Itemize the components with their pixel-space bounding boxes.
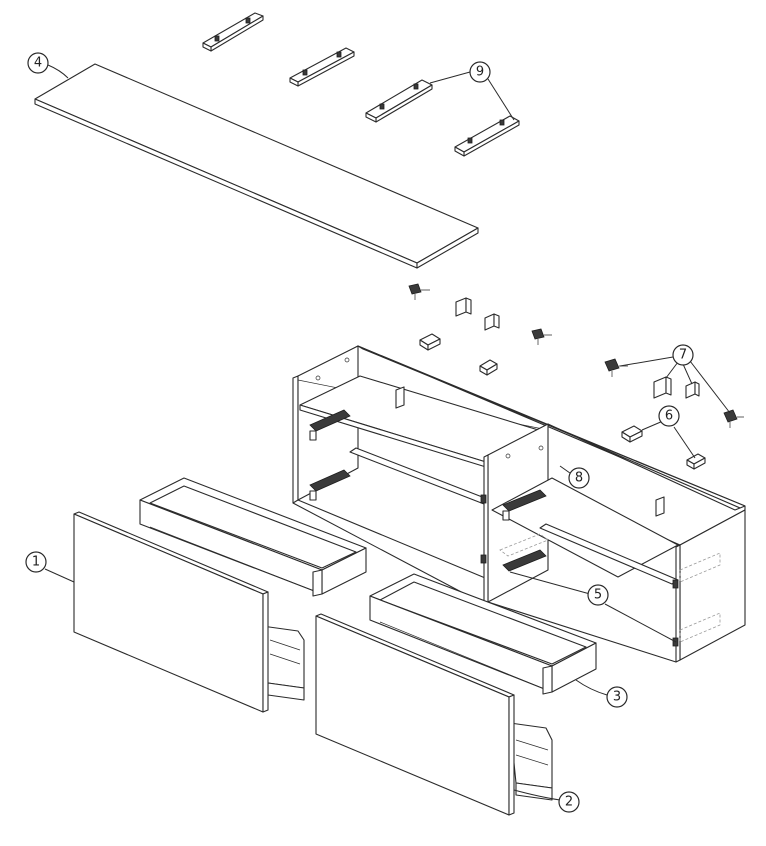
cabinet-carcass: [292, 345, 746, 663]
leader-line-5b: [604, 603, 677, 643]
leader-line-7d: [689, 360, 731, 414]
callout-6: 6: [658, 405, 680, 427]
callout-label-4: 4: [34, 56, 42, 71]
mounting-bracket: [202, 12, 264, 52]
callout-label-3: 3: [613, 690, 621, 705]
leader-line-4: [47, 64, 69, 79]
callout-label-7: 7: [679, 348, 687, 363]
corner-clip: [685, 381, 700, 399]
cam-lock: [419, 333, 441, 351]
corner-clip: [484, 313, 500, 331]
leader-line-6b: [673, 426, 696, 459]
callout-label-8: 8: [575, 471, 583, 486]
callout-8: 8: [568, 467, 590, 489]
connector-fitting: [723, 409, 744, 428]
mounting-bracket: [454, 115, 520, 157]
mounting-bracket: [365, 79, 433, 123]
connector-fitting: [604, 358, 628, 377]
callout-4: 4: [27, 52, 49, 74]
drawer-box-upper: [139, 477, 367, 597]
leader-line-9a: [429, 71, 471, 84]
callout-1: 1: [25, 551, 47, 573]
callout-7: 7: [672, 344, 694, 366]
callout-label-9: 9: [476, 65, 484, 80]
leader-line-6a: [641, 420, 664, 431]
callout-2: 2: [558, 791, 580, 813]
leader-line-9b: [487, 78, 515, 121]
corner-clip: [455, 297, 472, 317]
drawer-box-lower: [369, 573, 597, 695]
leader-line-5a: [509, 571, 591, 595]
drawer-front-left: [73, 511, 305, 713]
connector-fitting: [531, 328, 552, 345]
leader-line-2: [513, 789, 561, 801]
corner-clip: [653, 376, 672, 399]
callout-label-1: 1: [32, 555, 40, 570]
callout-5: 5: [587, 584, 609, 606]
leader-line-7b: [665, 361, 679, 379]
connector-fitting: [408, 283, 430, 300]
drawer-front-right: [315, 613, 553, 816]
callout-3: 3: [606, 686, 628, 708]
cam-lock: [479, 359, 498, 376]
leader-line-7a: [619, 356, 674, 367]
top-panel: [34, 63, 479, 269]
leader-lines: [44, 64, 731, 801]
leader-line-7c: [682, 363, 693, 385]
callout-label-6: 6: [665, 409, 673, 424]
leader-line-3: [575, 679, 608, 696]
leader-line-1: [44, 568, 75, 583]
mounting-bracket: [289, 47, 355, 87]
callout-9: 9: [469, 61, 491, 83]
callout-label-5: 5: [594, 588, 602, 603]
cam-lock: [621, 425, 643, 443]
cam-lock: [686, 453, 706, 470]
callout-label-2: 2: [565, 795, 573, 810]
